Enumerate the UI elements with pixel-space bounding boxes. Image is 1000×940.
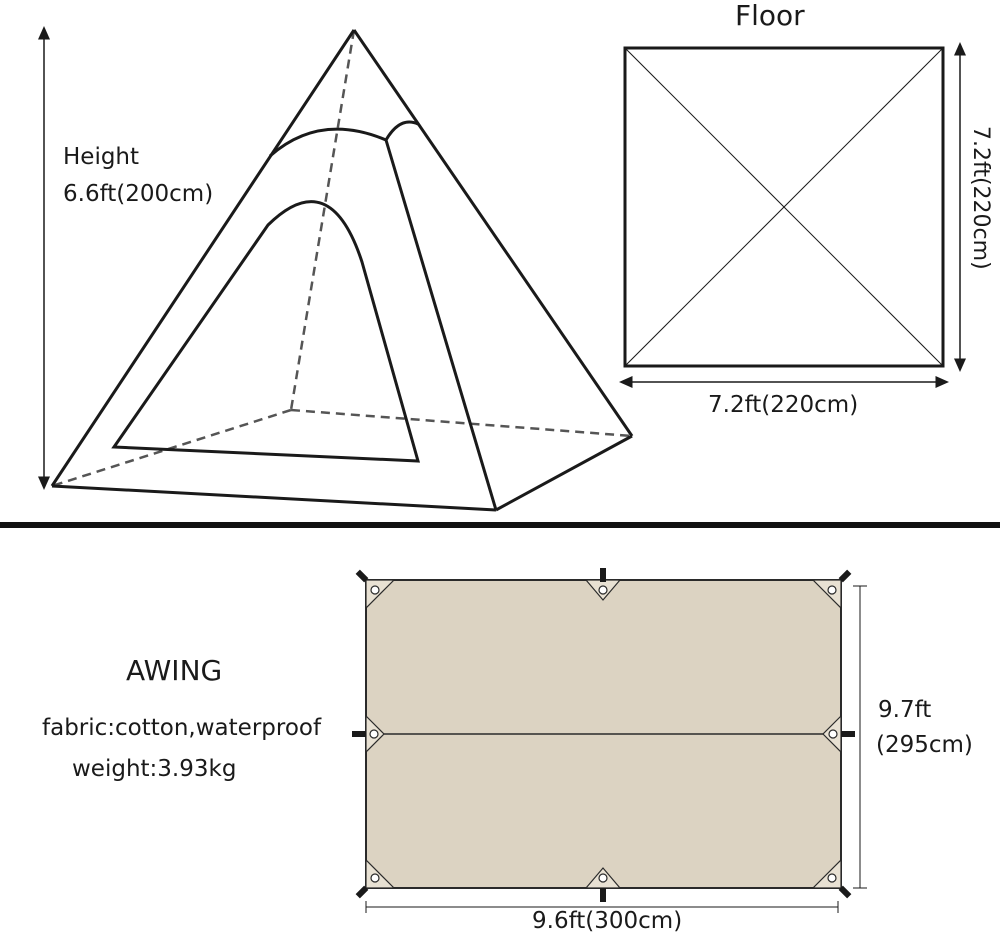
awning-weight: weight:3.93kg <box>72 756 237 782</box>
tent-door <box>111 200 421 463</box>
tent-hidden-edges <box>51 29 633 488</box>
awning-height-ft: 9.7ft <box>878 697 932 723</box>
floor-width-label: 7.2ft(220cm) <box>708 392 859 418</box>
awning-height-dimension <box>853 585 867 889</box>
tent-illustration <box>50 29 634 512</box>
floor-plan <box>623 46 945 368</box>
awning-width-dimension <box>365 901 839 913</box>
floor-side-label: 7.2ft(220cm) <box>968 126 993 270</box>
awning-fabric: fabric:cotton,waterproof <box>42 715 322 741</box>
awning-width-label: 9.6ft(300cm) <box>532 908 683 934</box>
awning-height-cm: (295cm) <box>876 732 973 758</box>
tent-height-value: 6.6ft(200cm) <box>63 181 214 207</box>
tent-height-label: Height <box>63 144 140 170</box>
awning-tarp <box>352 568 855 902</box>
awning-straps <box>352 568 855 902</box>
awning-grommets <box>369 585 838 883</box>
tent-side-vent <box>384 120 419 141</box>
tent-top-vent <box>269 127 387 158</box>
awning-title: AWING <box>126 654 223 687</box>
floor-title: Floor <box>735 0 805 32</box>
tent-outline <box>50 29 634 512</box>
section-divider <box>0 522 1000 528</box>
